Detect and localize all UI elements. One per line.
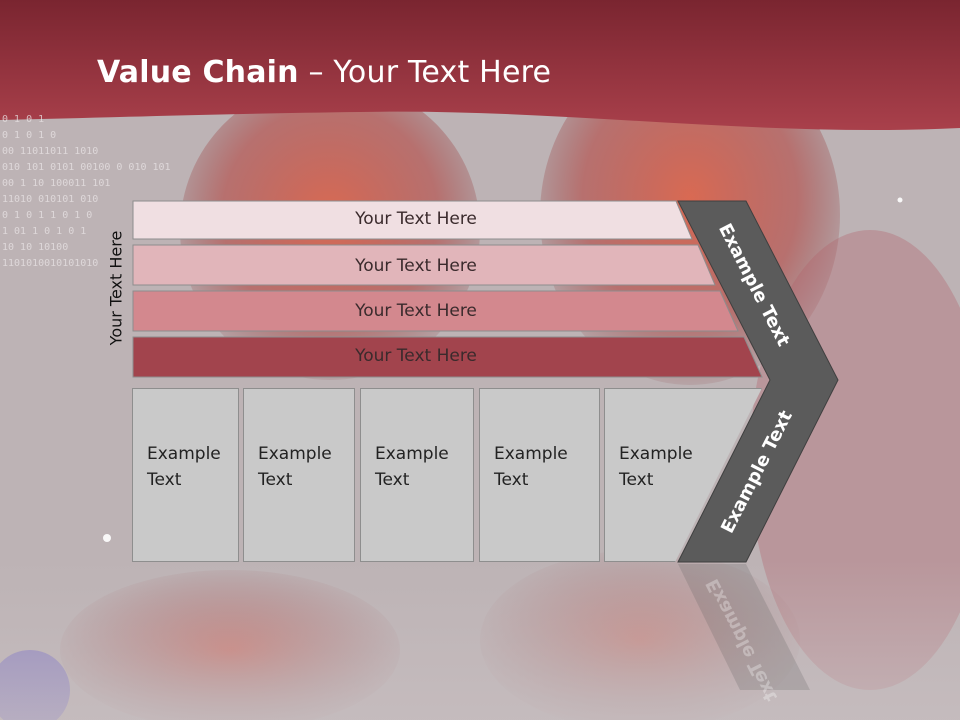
binary-line: 11010 010101 010 [2, 194, 99, 205]
binary-line: 010 101 0101 00100 0 010 101 [2, 162, 171, 173]
binary-line: 10 10 10100 [2, 242, 69, 253]
box-line-2: Text [147, 470, 182, 490]
box-line-1: Example [258, 444, 332, 464]
binary-line: 1101010010101010 [2, 258, 99, 269]
title-bold: Value Chain [97, 55, 299, 90]
binary-decoration: 0 1 0 1 0 1 0 1 0 00 11011011 1010 010 1… [2, 112, 171, 272]
binary-line: 0 1 0 1 [2, 114, 45, 125]
box-line-1: Example [619, 444, 693, 464]
bar-4[interactable] [132, 336, 763, 378]
binary-line: 0 1 0 1 1 0 1 0 [2, 210, 93, 221]
bar-3-label: Your Text Here [355, 301, 477, 321]
box-line-2: Text [258, 470, 293, 490]
title-rest: – Your Text Here [298, 55, 552, 90]
bar-1-label: Your Text Here [355, 209, 477, 229]
binary-line: 0 1 0 1 0 [2, 130, 57, 141]
chevron-reflection [678, 564, 810, 690]
chevron-arrow[interactable] [677, 200, 839, 563]
bar-3[interactable] [132, 290, 739, 332]
bar-2-label: Your Text Here [355, 256, 477, 276]
bar-4-label: Your Text Here [355, 346, 477, 366]
box-line-1: Example [494, 444, 568, 464]
bar-1[interactable] [132, 200, 693, 240]
box-line-1: Example [375, 444, 449, 464]
box-line-2: Text [494, 470, 529, 490]
slide-title[interactable]: Value Chain – Your Text Here [97, 55, 551, 90]
binary-line: 00 1 10 100011 101 [2, 178, 111, 189]
box-line-2: Text [375, 470, 410, 490]
bar-2[interactable] [132, 244, 716, 286]
binary-line: 00 11011011 1010 [2, 146, 99, 157]
box-line-1: Example [147, 444, 221, 464]
box-line-2: Text [619, 470, 654, 490]
binary-line: 1 01 1 0 1 0 1 [2, 226, 87, 237]
